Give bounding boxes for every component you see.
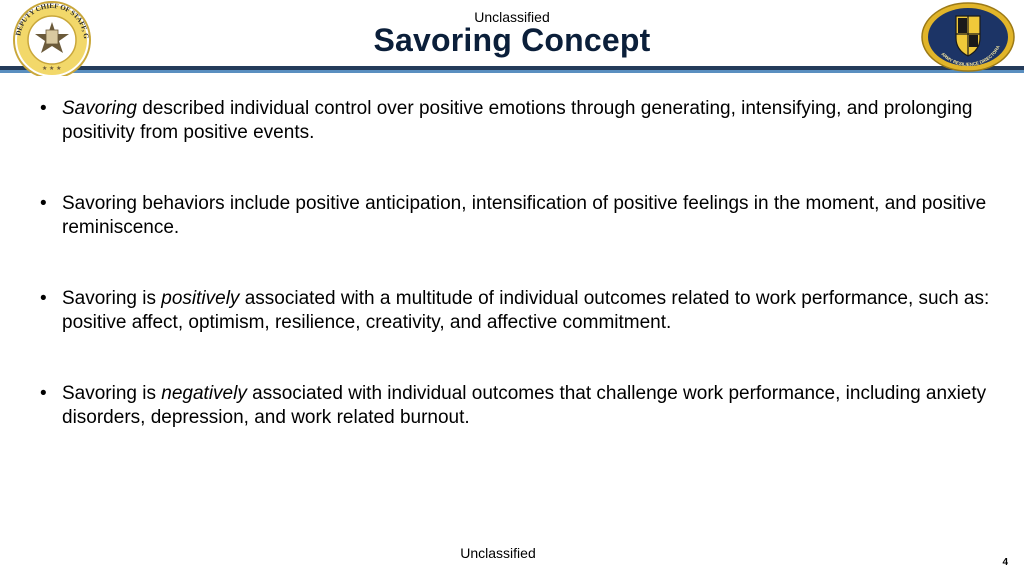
page-number: 4 [1002,557,1008,568]
svg-text:★ ★ ★: ★ ★ ★ [42,65,61,72]
header-rule-dark [0,66,1024,70]
bullet-text: described individual control over positi… [62,98,973,143]
bullet-lead-italic: Savoring [62,98,137,119]
bullet-emphasis: positively [161,288,240,309]
bullet-item: • Savoring described individual control o… [40,97,990,145]
dcs-g1-seal-icon: DEPUTY CHIEF OF STAFF, G1 ★ ★ ★ [2,0,91,76]
slide-title: Savoring Concept [373,22,651,58]
bullet-text: Savoring behaviors include positive anti… [62,193,987,238]
bullet-marker: • [40,383,47,404]
bullet-marker: • [40,288,47,309]
bullet-text-post: associated with individual outcomes that… [62,383,987,428]
header-rule-light [0,70,1024,73]
top-classification-banner: Unclassified [474,9,550,25]
bullet-text-pre: Savoring is [62,383,162,404]
bullet-text-post: associated with a multitude of individua… [62,288,990,333]
bottom-classification-banner: Unclassified [460,545,536,561]
bullet-item: • Savoring is negatively associated with … [40,382,990,430]
bullet-item: • Savoring is positively associated with … [40,287,990,335]
bullet-marker: • [40,193,47,214]
bullet-emphasis: negatively [161,383,247,404]
bullet-item: • Savoring behaviors include positive ant… [40,192,990,240]
resilience-directorate-seal-icon: ARMY RESILIENCE DIRECTORATE [920,2,1015,72]
bullet-text-pre: Savoring is [62,288,162,309]
bullet-marker: • [40,98,47,119]
